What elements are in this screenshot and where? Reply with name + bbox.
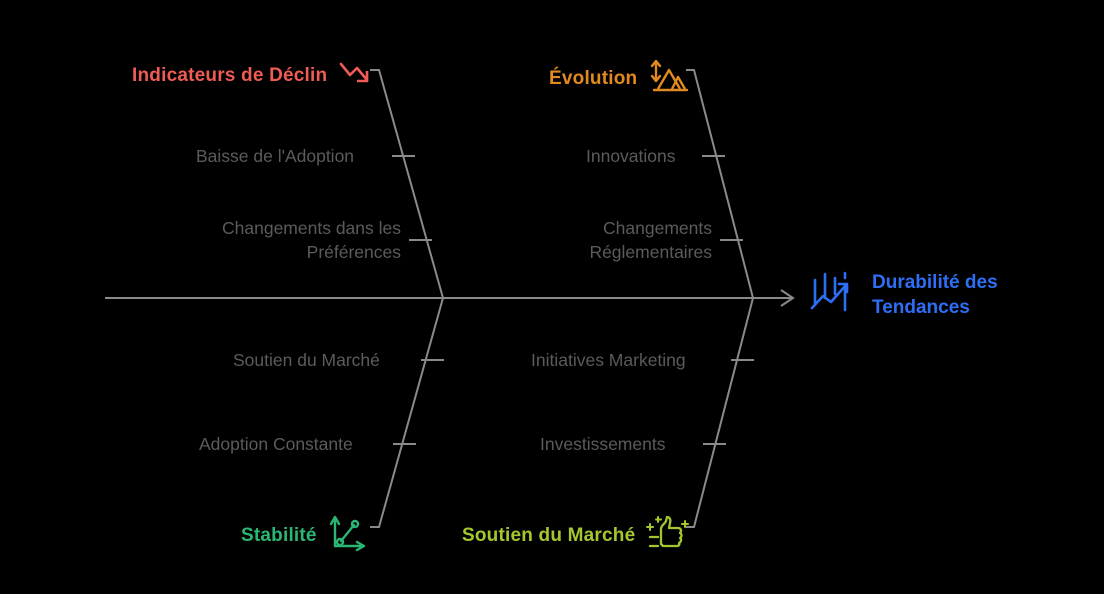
- category-indicateurs-de-declin[interactable]: Indicateurs de Déclin: [132, 56, 377, 95]
- bar-chart-growth-arrow-icon: [808, 266, 860, 323]
- rib-right: [686, 69, 755, 528]
- category-evolution[interactable]: Évolution: [549, 56, 691, 101]
- thumbs-up-sparkle-icon: [645, 513, 691, 558]
- branch-label-innovations: Innovations: [586, 146, 676, 166]
- declining-arrow-icon: [337, 56, 377, 95]
- branch-label-line1: Changements dans les: [222, 218, 401, 238]
- branch-label-investissements: Investissements: [540, 434, 666, 454]
- branch-label-initiatives-marketing: Initiatives Marketing: [531, 350, 686, 370]
- category-stabilite[interactable]: Stabilité: [241, 513, 369, 558]
- branch-label-soutien-du-marche-left: Soutien du Marché: [233, 350, 380, 370]
- branch-label-adoption-constante: Adoption Constante: [199, 434, 353, 454]
- spine-arrowhead: [780, 289, 795, 307]
- head-label: Durabilité des Tendances: [872, 270, 998, 320]
- rib-left: [370, 69, 445, 528]
- head-label-line2: Tendances: [872, 296, 970, 318]
- mountains-scale-icon: [647, 56, 691, 101]
- category-label-evolution: Évolution: [549, 67, 638, 89]
- fishbone-head[interactable]: Durabilité des Tendances: [808, 266, 998, 323]
- category-soutien-du-marche[interactable]: Soutien du Marché: [462, 513, 691, 558]
- branch-label-line1: Changements: [603, 218, 712, 238]
- branch-label-baisse-adoption: Baisse de l'Adoption: [196, 146, 355, 166]
- branch-label-line2: Réglementaires: [589, 242, 712, 262]
- category-label-stabilite: Stabilité: [241, 524, 317, 546]
- head-label-line1: Durabilité des: [872, 271, 998, 293]
- branch-label-changements-reglementaires: Changements Réglementaires: [512, 216, 712, 264]
- branch-label-line2: Préférences: [306, 242, 401, 262]
- category-label-soutien: Soutien du Marché: [462, 524, 636, 546]
- category-label-declin: Indicateurs de Déclin: [132, 64, 328, 86]
- line-chart-axes-icon: [327, 513, 369, 558]
- branch-label-changements-preferences: Changements dans les Préférences: [194, 216, 401, 264]
